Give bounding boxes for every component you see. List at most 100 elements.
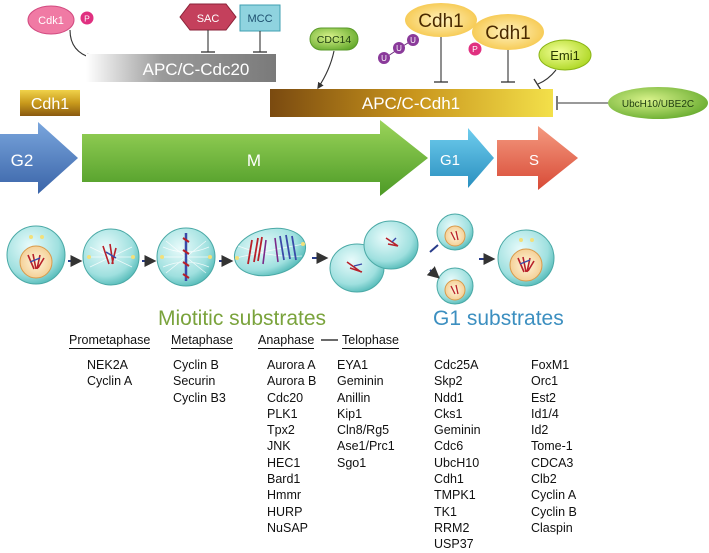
- svg-text:APC/C-Cdh1: APC/C-Cdh1: [362, 94, 460, 113]
- g1-substrate: Cyclin B: [531, 504, 577, 519]
- anaphase-header: Anaphase: [258, 333, 315, 349]
- g1-substrate: UbcH10: [434, 455, 480, 470]
- anaphase-substrate: HURP: [267, 504, 303, 519]
- cdc14-node: CDC14: [309, 27, 359, 90]
- telophase-substrate: Ase1/Prc1: [337, 439, 395, 454]
- g1-substrate: TK1: [434, 504, 457, 519]
- g1-substrate: FoxM1: [531, 358, 570, 372]
- cdh1-phosphorylated-node: Cdh1 P: [468, 14, 544, 83]
- telophase-substrate: Geminin: [337, 374, 384, 389]
- metaphase-header: Metaphase: [171, 333, 233, 349]
- svg-text:G1: G1: [440, 152, 460, 169]
- anaphase-substrate: Cdc20: [267, 390, 304, 405]
- svg-text:M: M: [247, 151, 261, 170]
- g1-substrate: CDCA3: [531, 455, 574, 470]
- g1-substrate: Cdc6: [434, 439, 464, 454]
- prometaphase-substrate: NEK2A: [87, 358, 128, 372]
- sac-node: SAC: [179, 3, 237, 53]
- telophase-substrate: EYA1: [337, 358, 369, 372]
- anaphase-substrate: PLK1: [267, 406, 298, 421]
- anaphase-substrate: Aurora B: [267, 374, 317, 389]
- g1-substrate: TMPK1: [434, 488, 476, 503]
- cell-prometaphase: [82, 228, 140, 286]
- svg-text:SAC: SAC: [197, 13, 220, 25]
- phase-arrow-m: M: [82, 120, 428, 196]
- telophase-substrate: Sgo1: [337, 455, 367, 470]
- svg-text:P: P: [472, 44, 478, 54]
- anaphase-substrate: HEC1: [267, 455, 301, 470]
- svg-text:Cdh1: Cdh1: [485, 23, 530, 44]
- prometaphase-substrate-list: NEK2A Cyclin A: [87, 357, 132, 390]
- cell-daughters: [430, 213, 474, 305]
- svg-text:APC/C-Cdc20: APC/C-Cdc20: [143, 60, 250, 79]
- cdk1-node: Cdk1 P: [27, 5, 94, 60]
- g1-substrates-title: G1 substrates: [433, 307, 564, 330]
- cdh1-ubiquitinated-node: Cdh1 U U U: [378, 3, 477, 83]
- anaphase-substrate: JNK: [267, 439, 291, 454]
- g1-substrate: Ndd1: [434, 390, 464, 405]
- metaphase-substrate: Securin: [173, 374, 216, 389]
- cdh1-g2-bar: Cdh1: [20, 90, 80, 116]
- anaphase-substrate: Bard1: [267, 472, 301, 487]
- phase-arrow-s: S: [497, 126, 578, 190]
- g1-substrate: Id2: [531, 423, 549, 438]
- svg-text:U: U: [410, 36, 416, 45]
- svg-text:U: U: [381, 54, 387, 63]
- g1-substrate: Claspin: [531, 520, 573, 535]
- g1-substrate: Skp2: [434, 374, 463, 389]
- g1-substrate: Cdc25A: [434, 358, 479, 372]
- g1-substrate: Cyclin A: [531, 488, 577, 503]
- svg-text:Cdh1: Cdh1: [31, 96, 69, 113]
- mcc-node: MCC: [239, 4, 281, 53]
- g1-substrate: Id1/4: [531, 406, 559, 421]
- cell-g1: [497, 229, 555, 287]
- g1-substrate: Clb2: [531, 472, 557, 487]
- metaphase-substrate: Cyclin B: [173, 358, 219, 372]
- telophase-substrate: Cln8/Rg5: [337, 423, 390, 438]
- apc-cdh1-bar: APC/C-Cdh1: [270, 89, 553, 117]
- phase-arrow-g1: G1: [430, 128, 494, 188]
- phase-arrow-g2: G2: [0, 122, 78, 194]
- svg-text:S: S: [529, 152, 539, 169]
- metaphase-substrate: Cyclin B3: [173, 390, 226, 405]
- anaphase-substrate: NuSAP: [267, 520, 308, 535]
- g1-substrate: Orc1: [531, 374, 559, 389]
- cell-anaphase: [233, 227, 307, 277]
- apc-cdc20-bar: APC/C-Cdc20: [86, 54, 276, 82]
- g1-substrate: RRM2: [434, 520, 470, 535]
- mitotic-substrates-title: Miotitic substrates: [158, 307, 327, 330]
- anaphase-substrate: Aurora A: [267, 358, 316, 372]
- svg-text:G2: G2: [11, 151, 34, 170]
- svg-text:Emi1: Emi1: [550, 48, 580, 63]
- svg-text:Cdk1: Cdk1: [38, 15, 64, 27]
- anaphase-substrate: Tpx2: [267, 423, 295, 438]
- svg-text:UbcH10/UBE2C: UbcH10/UBE2C: [622, 99, 694, 110]
- g1-substrate: USP37: [434, 537, 474, 552]
- g1-substrate: Geminin: [434, 423, 481, 438]
- svg-text:MCC: MCC: [247, 13, 272, 25]
- cell-telophase: [329, 220, 419, 293]
- g1-substrate: Est2: [531, 390, 557, 405]
- svg-text:U: U: [396, 44, 402, 53]
- g1-substrate: Cks1: [434, 406, 463, 421]
- cell-metaphase: [156, 227, 216, 287]
- telophase-header: Telophase: [342, 333, 399, 349]
- svg-text:P: P: [84, 14, 90, 24]
- prometaphase-substrate: Cyclin A: [87, 374, 133, 389]
- emi1-node: Emi1: [533, 39, 592, 91]
- telophase-substrate: Kip1: [337, 406, 363, 421]
- cell-prophase: [6, 225, 66, 285]
- anaphase-substrate: Hmmr: [267, 488, 302, 503]
- prometaphase-header: Prometaphase: [69, 333, 151, 349]
- svg-text:CDC14: CDC14: [317, 34, 352, 46]
- svg-text:Cdh1: Cdh1: [418, 11, 463, 32]
- g1-substrate: Tome-1: [531, 439, 573, 454]
- cell-division-illustration: [6, 213, 555, 305]
- g1-substrate: Cdh1: [434, 472, 464, 487]
